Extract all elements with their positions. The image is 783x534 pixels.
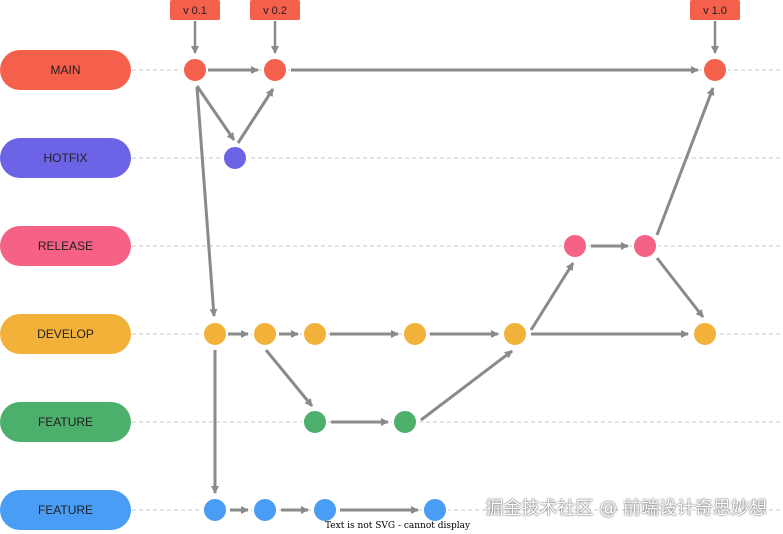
commit-feature-1-2 <box>392 409 418 435</box>
commit-develop-4 <box>402 321 428 347</box>
edge-develop-to-feature-1 <box>264 349 314 407</box>
tag-v02: v 0.2 <box>250 0 300 20</box>
branch-feature-2: FEATURE <box>0 490 131 530</box>
branch-feature-1-label: FEATURE <box>38 415 93 429</box>
tag-v02-box <box>250 0 300 20</box>
branch-main-label: MAIN <box>51 63 81 77</box>
commit-feature-2-3 <box>312 497 338 523</box>
tag-v02-label: v 0.2 <box>263 5 287 17</box>
tag-v01-box <box>170 0 220 20</box>
commit-release-2 <box>632 233 658 259</box>
tag-v01-label: v 0.1 <box>183 5 207 17</box>
branch-feature-1-pill <box>0 402 131 442</box>
commit-develop-3 <box>302 321 328 347</box>
commit-develop-2 <box>252 321 278 347</box>
branch-feature-2-pill <box>0 490 131 530</box>
commit-feature-1-1 <box>302 409 328 435</box>
commit-feature-2-1 <box>202 497 228 523</box>
edge-main-to-hotfix <box>195 85 236 141</box>
watermark: 掘金技术社区 @ 前端设计奇思妙想 <box>485 498 767 519</box>
edge-main-to-develop <box>195 86 218 317</box>
branch-feature-1: FEATURE <box>0 402 131 442</box>
edge-release-to-develop <box>655 257 705 318</box>
tag-v10: v 1.0 <box>690 0 740 20</box>
tag-v10-label: v 1.0 <box>703 5 727 17</box>
branch-hotfix-pill <box>0 138 131 178</box>
edge-develop-to-release <box>529 262 575 331</box>
branch-hotfix: HOTFIX <box>0 138 131 178</box>
branch-hotfix-label: HOTFIX <box>44 151 88 165</box>
edge-hotfix-to-main <box>236 88 275 144</box>
branch-main-pill <box>0 50 131 90</box>
commit-develop-6 <box>692 321 718 347</box>
commit-develop-1 <box>202 321 228 347</box>
commit-nodes <box>182 57 728 523</box>
branch-release: RELEASE <box>0 226 131 266</box>
tag-v01: v 0.1 <box>170 0 220 20</box>
branch-feature-2-label: FEATURE <box>38 503 93 517</box>
commit-edges <box>195 66 715 514</box>
branch-develop-pill <box>0 314 131 354</box>
tag-v10-box <box>690 0 740 20</box>
branch-release-pill <box>0 226 131 266</box>
edge-release-to-main <box>655 87 715 236</box>
tag-arrows <box>191 21 719 54</box>
branch-develop-label: DEVELOP <box>37 327 94 341</box>
edge-feature-1-to-develop <box>420 349 513 422</box>
commit-main-1 <box>182 57 208 83</box>
commit-main-2 <box>262 57 288 83</box>
svg-notice-text: Text is not SVG - cannot display <box>325 521 471 531</box>
commit-hotfix-1 <box>222 145 248 171</box>
commit-feature-2-2 <box>252 497 278 523</box>
commit-develop-5 <box>502 321 528 347</box>
commit-feature-2-4 <box>422 497 448 523</box>
commit-release-1 <box>562 233 588 259</box>
branch-release-label: RELEASE <box>38 239 93 253</box>
commit-main-3 <box>702 57 728 83</box>
branch-develop: DEVELOP <box>0 314 131 354</box>
branch-main: MAIN <box>0 50 131 90</box>
